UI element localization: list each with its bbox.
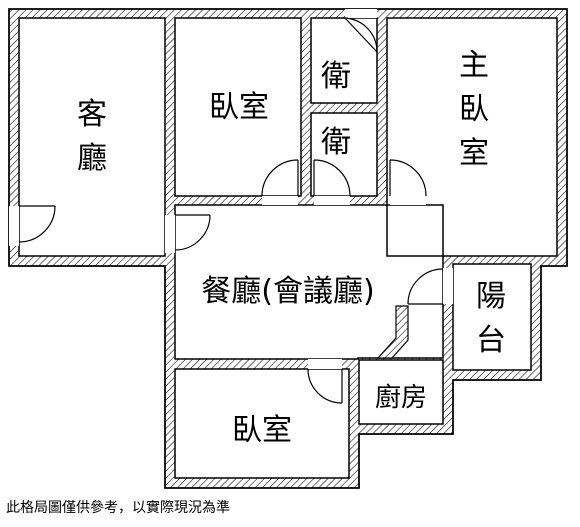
label-balcony-2: 台 — [476, 323, 506, 358]
disclaimer-note: 此格局圖僅供參考，以實際現況為準 — [6, 500, 230, 516]
label-master-3: 室 — [459, 136, 489, 171]
door-master — [389, 159, 427, 205]
label-master-1: 主 — [459, 48, 489, 83]
label-dining: 餐廳(會議廳) — [201, 274, 374, 309]
label-kitchen: 廚房 — [375, 383, 427, 413]
label-living-1: 客 — [77, 97, 107, 132]
door-living — [9, 205, 56, 246]
label-bath1: 衛 — [321, 59, 351, 94]
door-bath1 — [344, 9, 378, 53]
label-bedroom1: 臥室 — [209, 90, 269, 125]
room-labels: 客 廳 臥室 衛 衛 主 臥 室 餐廳(會議廳) 陽 台 廚房 臥室 — [77, 48, 506, 448]
doors — [9, 9, 453, 404]
door-bath2 — [313, 159, 351, 205]
door-bedroom2 — [307, 359, 343, 404]
label-bath2: 衛 — [321, 125, 351, 160]
door-dining — [165, 214, 211, 253]
label-bedroom2: 臥室 — [232, 413, 292, 448]
label-master-2: 臥 — [459, 92, 489, 127]
label-balcony-1: 陽 — [476, 279, 506, 314]
door-bedroom1 — [261, 159, 299, 205]
door-balcony — [407, 268, 453, 305]
label-living-2: 廳 — [77, 141, 107, 176]
walls — [8, 8, 568, 489]
